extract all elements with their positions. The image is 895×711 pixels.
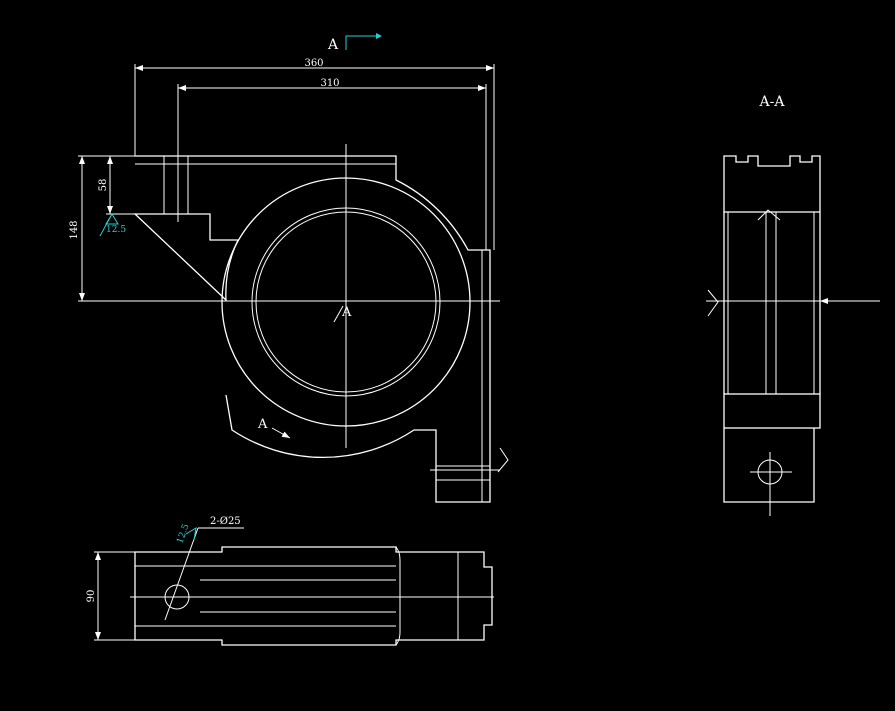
dim-360: 360 [304, 58, 323, 69]
front-view: 360 310 148 58 12.5 A A A [69, 33, 509, 503]
dim-90: 90 [86, 590, 97, 603]
view-label-a: A [257, 417, 268, 432]
bottom-outline [134, 546, 493, 646]
roughness-symbol [99, 213, 119, 237]
top-hatch [723, 155, 821, 213]
holes-label: 2-Ø25 [210, 516, 241, 527]
bottom-hole [164, 584, 190, 610]
dim-310: 310 [320, 78, 339, 89]
section-tab [723, 428, 815, 503]
section-view: A-A [706, 94, 880, 516]
dim-58: 58 [98, 179, 109, 192]
section-title: A-A [759, 94, 786, 110]
dim-148: 148 [69, 220, 80, 239]
bottom-view: 2-Ø25 12.5 90 [86, 516, 494, 646]
section-marker-top: A [327, 37, 339, 53]
center-label: A [341, 305, 352, 320]
bottom-hatch [723, 393, 821, 429]
roughness-value: 12.5 [106, 225, 126, 235]
roughness-value-2: 12.5 [175, 523, 191, 546]
